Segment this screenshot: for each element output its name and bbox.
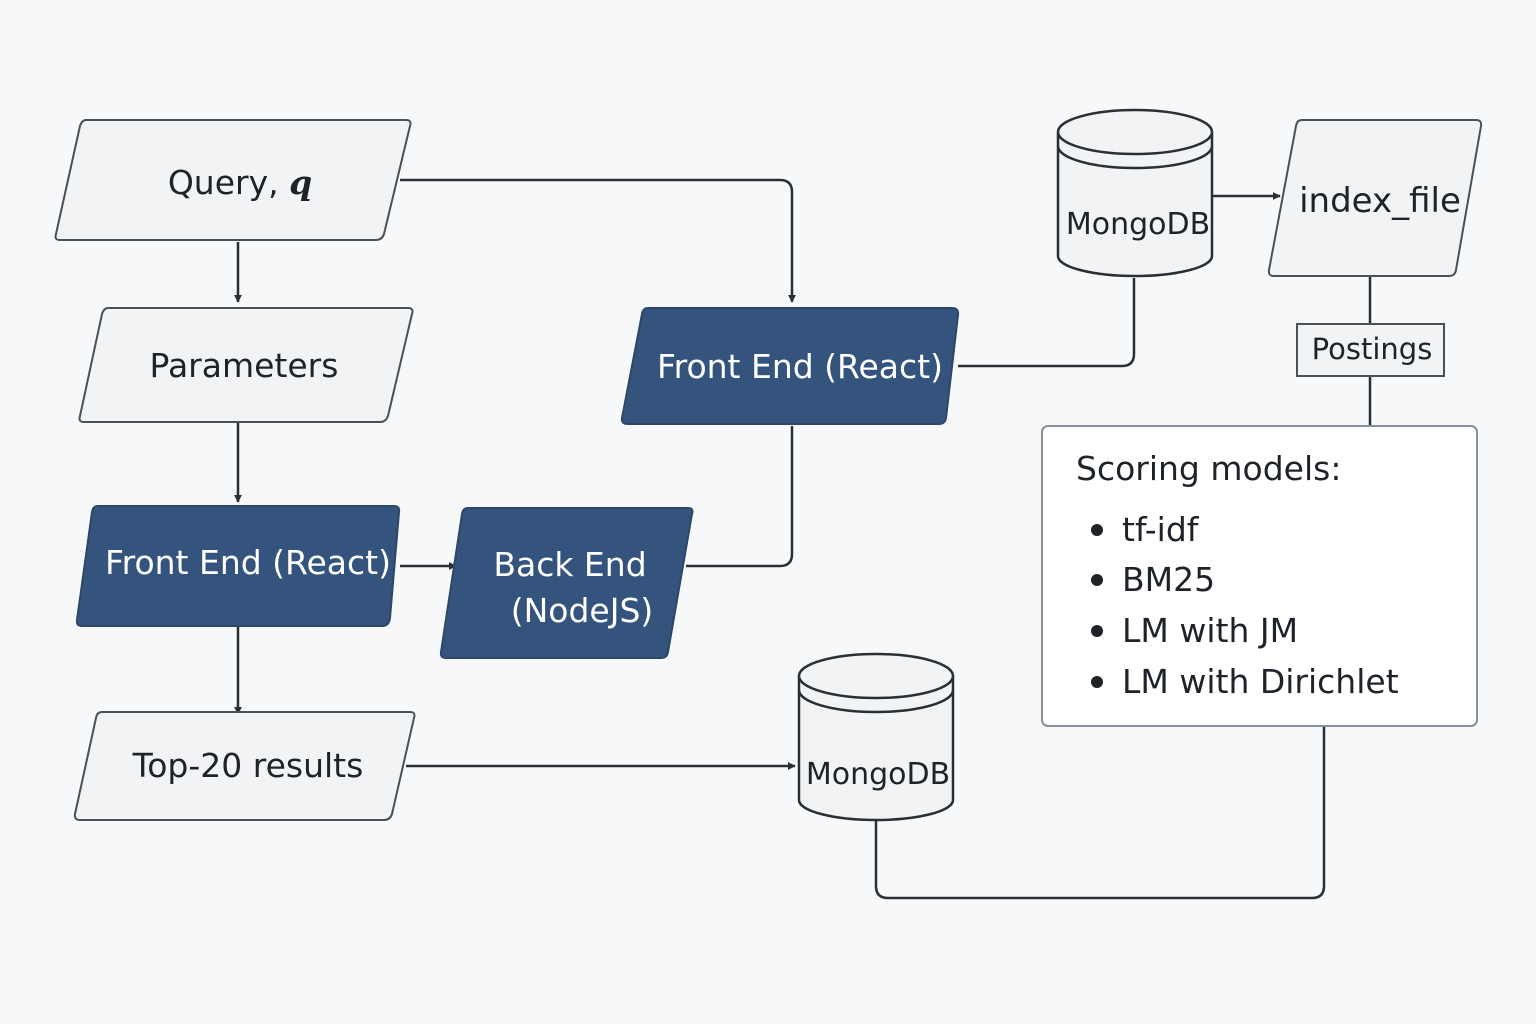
mongodb-bottom-cylinder: MongoDB (797, 652, 955, 822)
frontend-left-label: Front End (React) (105, 543, 391, 582)
scoring-item: LM with JM (1122, 611, 1298, 650)
bullet (1091, 524, 1103, 536)
frontend-right-node: Front End (React) (620, 307, 960, 425)
top20-node: Top-20 results (73, 711, 416, 821)
arrow-query-to-frontend-right (400, 178, 796, 303)
bullet (1091, 574, 1103, 586)
bullet (1091, 625, 1103, 637)
frontend-right-label: Front End (React) (657, 347, 943, 386)
parameters-node: Parameters (78, 307, 414, 423)
query-label: Query, q (168, 163, 312, 202)
line-scoring-to-mongodb-bottom (874, 726, 1326, 900)
postings-label: Postings (1312, 332, 1433, 366)
scoring-item: LM with Dirichlet (1122, 662, 1399, 701)
scoring-list: tf-idf BM25 LM with JM LM with Dirichlet (1091, 510, 1399, 701)
line-frontend-right-to-mongodb (958, 278, 1136, 368)
line-backend-to-frontend-right (686, 426, 794, 568)
scoring-models-panel: Scoring models: tf-idf BM25 LM with JM L… (1041, 425, 1478, 727)
scoring-title: Scoring models: (1076, 449, 1341, 488)
frontend-left-node: Front End (React) (75, 505, 401, 627)
bullet (1091, 676, 1103, 688)
index-file-node: index_file (1267, 119, 1483, 277)
backend-label-line1: Back End (493, 545, 646, 584)
top20-label: Top-20 results (132, 746, 364, 785)
postings-label-box: Postings (1296, 323, 1445, 377)
mongodb-bottom-label: MongoDB (806, 757, 950, 792)
mongodb-top-cylinder: MongoDB (1056, 108, 1214, 278)
index-file-label: index_file (1299, 181, 1461, 221)
query-node: Query, q (54, 119, 412, 241)
scoring-item: BM25 (1122, 560, 1215, 599)
parameters-label: Parameters (150, 346, 339, 385)
scoring-item: tf-idf (1122, 510, 1200, 549)
backend-label-line2: (NodeJS) (511, 591, 654, 630)
backend-node: Back End (NodeJS) (439, 507, 694, 659)
mongodb-top-label: MongoDB (1066, 207, 1210, 242)
connectors (234, 178, 1372, 900)
